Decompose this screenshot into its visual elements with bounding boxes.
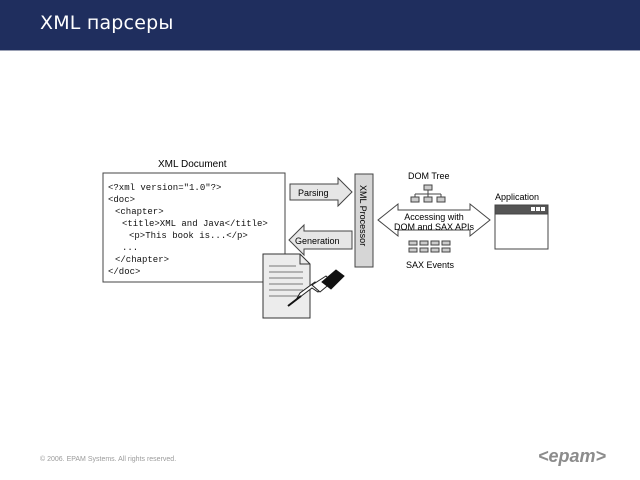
generation-arrow [288,223,353,257]
code-line-5: <p>This book is...</p> [129,231,248,241]
code-line-7: </chapter> [115,255,169,265]
copyright-footer: © 2006. EPAM Systems. All rights reserve… [40,456,177,463]
sax-events-icon [408,240,451,253]
application-label: Application [495,192,539,202]
xml-processor-bar [354,173,374,268]
xml-document-label: XML Document [158,159,227,170]
code-line-1: <?xml version="1.0"?> [108,183,221,193]
code-line-2: <doc> [108,195,135,205]
code-line-3: <chapter> [115,207,164,217]
code-line-8: </doc> [108,267,140,277]
parsing-label: Parsing [298,188,329,198]
epam-logo: <epam> [538,446,607,466]
sax-events-label: SAX Events [406,260,455,270]
accessing-label-2: DOM and SAX APIs [394,222,475,232]
dom-tree-icon [410,184,446,203]
accessing-label-1: Accessing with [404,212,464,222]
epam-logo-text: <epam> [538,446,607,466]
xml-processor-label: XML Processor [358,185,368,246]
signing-hand-icon [287,269,345,307]
dom-tree-label: DOM Tree [408,171,450,181]
parsing-arrow [289,176,353,208]
xml-code-block: <?xml version="1.0"?> <doc> <chapter> <t… [108,183,268,277]
slide-title: XML парсеры [40,12,174,34]
code-line-6: ... [122,243,138,253]
generation-label: Generation [295,236,340,246]
code-line-4: <title>XML and Java</title> [122,219,268,229]
slide-header: XML парсеры [0,0,640,51]
application-window-icon [494,204,549,250]
accessing-arrow [377,202,491,238]
xml-document-box [102,172,286,283]
signed-document-icon [262,253,311,319]
